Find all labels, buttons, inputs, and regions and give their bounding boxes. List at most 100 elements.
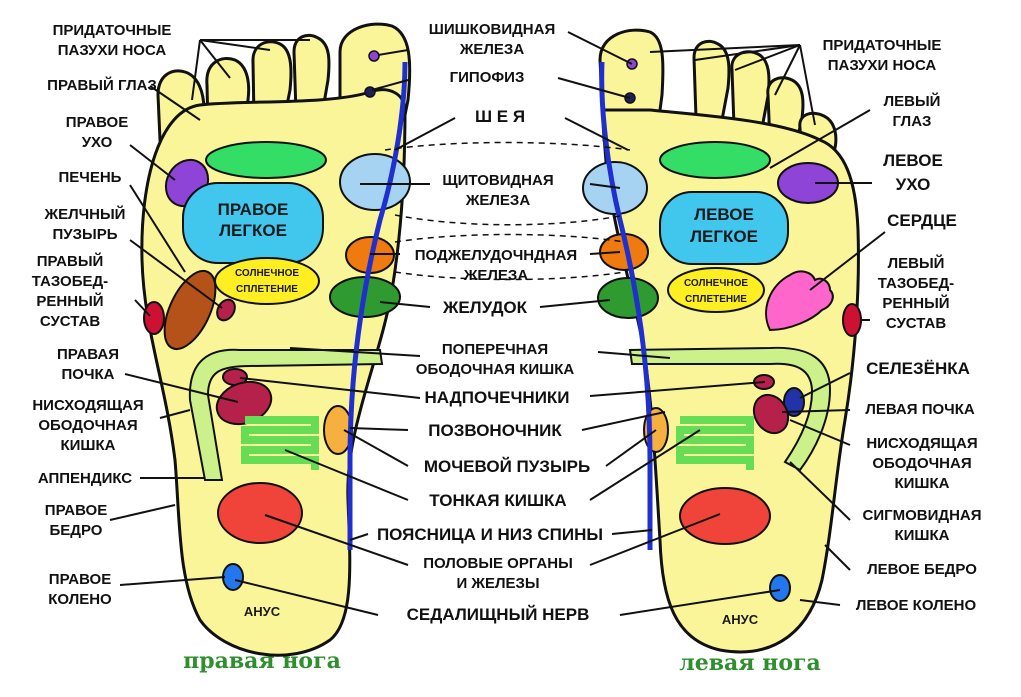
label-desc-colon-left-2: ОБОДОЧНАЯ [872, 455, 971, 472]
label-right-hip-3: РЕННЫЙ [36, 292, 103, 310]
label-transverse-colon-2: ОБОДОЧНАЯ КИШКА [416, 361, 575, 378]
label-sigmoid-1: СИГМОВИДНАЯ [862, 507, 981, 524]
labels-center: ШИШКОВИДНАЯ ЖЕЛЕЗА ГИПОФИЗ Ш Е Я ЩИТОВИД… [377, 21, 603, 624]
label-right-kidney-2: ПОЧКА [62, 366, 115, 383]
label-lower-back: ПОЯСНИЦА И НИЗ СПИНЫ [377, 525, 603, 544]
label-sciatic: СЕДАЛИЩНЫЙ НЕРВ [407, 605, 590, 624]
solar-plexus-text-right-1: СОЛНЕЧНОЕ [235, 268, 299, 279]
labels-left: ПРИДАТОЧНЫЕ ПАЗУХИ НОСА ПРАВЫЙ ГЛАЗ ПРАВ… [32, 22, 172, 608]
label-right-hip-2: ТАЗОБЕД- [32, 273, 108, 290]
right-hip-zone [143, 301, 165, 335]
dashed-guides [384, 141, 631, 281]
label-gallbladder-1: ЖЕЛЧНЫЙ [44, 205, 126, 223]
pineal-dot-left [626, 58, 638, 70]
spleen-zone [783, 387, 805, 417]
label-left-knee: ЛЕВОЕ КОЛЕНО [856, 597, 977, 614]
label-sinuses-left-2: ПАЗУХИ НОСА [828, 57, 937, 74]
label-neck: Ш Е Я [475, 107, 525, 126]
label-left-hip-1: ЛЕВЫЙ [888, 254, 945, 272]
right-colon-zone [188, 348, 384, 481]
pituitary-dot-right [364, 86, 376, 98]
stomach-zone-left [597, 277, 659, 319]
labels-right: ПРИДАТОЧНЫЕ ПАЗУХИ НОСА ЛЕВЫЙ ГЛАЗ ЛЕВОЕ… [823, 37, 982, 614]
label-sinuses-left-1: ПРИДАТОЧНЫЕ [823, 37, 942, 54]
label-sigmoid-2: КИШКА [895, 527, 950, 544]
label-genitals-2: И ЖЕЛЕЗЫ [456, 575, 539, 592]
label-desc-colon-left-3: КИШКА [895, 475, 950, 492]
left-knee-zone [769, 574, 791, 602]
label-right-thigh-2: БЕДРО [50, 522, 103, 539]
left-foot: АНУС ЛЕВОЕ ЛЕГКОЕ СОЛНЕЧНОЕ СПЛЕТЕНИЕ [582, 28, 862, 654]
label-spine: ПОЗВОНОЧНИК [428, 421, 562, 440]
label-gallbladder-2: ПУЗЫРЬ [53, 226, 118, 243]
label-appendix: АППЕНДИКС [38, 470, 132, 487]
label-left-hip-3: РЕННЫЙ [882, 294, 949, 312]
label-left-ear-1: ЛЕВОЕ [883, 151, 943, 170]
spine-left-foot [599, 61, 653, 550]
label-pituitary: ГИПОФИЗ [450, 69, 525, 86]
right-eye-zone [205, 141, 327, 179]
thyroid-zone-right [339, 153, 411, 211]
pineal-dot-right [368, 50, 380, 62]
label-desc-colon-right-1: НИСХОДЯЩАЯ [32, 397, 143, 414]
solar-plexus-text-left-1: СОЛНЕЧНОЕ [684, 278, 748, 289]
label-right-eye: ПРАВЫЙ ГЛАЗ [47, 76, 157, 94]
label-thyroid-2: ЖЕЛЕЗА [465, 192, 530, 209]
label-heart: СЕРДЦЕ [887, 211, 957, 230]
leader-lines [109, 31, 886, 616]
label-liver: ПЕЧЕНЬ [59, 169, 122, 186]
label-left-eye-1: ЛЕВЫЙ [884, 92, 941, 110]
label-pancreas-2: ЖЕЛЕЗА [463, 267, 528, 284]
label-transverse-colon-1: ПОПЕРЕЧНАЯ [442, 341, 548, 358]
right-lung-text-1: ПРАВОЕ [218, 200, 289, 219]
label-stomach: ЖЕЛУДОК [442, 298, 528, 317]
label-pineal-1: ШИШКОВИДНАЯ [429, 21, 556, 38]
right-foot-title: правая нога [183, 648, 341, 674]
small-intestine-zone-right [241, 416, 319, 470]
label-pancreas-1: ПОДЖЕЛУДОЧНДНАЯ [415, 247, 577, 264]
genitals-zone-left [679, 487, 771, 545]
liver-zone [163, 270, 217, 350]
label-desc-colon-left-1: НИСХОДЯЩАЯ [866, 435, 977, 452]
left-foot-toe-2 [692, 39, 731, 122]
left-lung-text-2: ЛЕГКОЕ [690, 227, 758, 246]
left-colon-zone [628, 346, 832, 472]
label-thyroid-1: ЩИТОВИДНАЯ [442, 172, 553, 189]
anus-label-left: АНУС [722, 612, 759, 627]
label-right-hip-1: ПРАВЫЙ [37, 252, 104, 270]
label-right-thigh-1: ПРАВОЕ [45, 502, 107, 519]
right-knee-zone [222, 563, 244, 591]
label-pineal-2: ЖЕЛЕЗА [459, 41, 524, 58]
label-left-hip-2: ТАЗОБЕД- [878, 275, 954, 292]
left-hip-zone [842, 303, 862, 337]
label-desc-colon-right-2: ОБОДОЧНАЯ [38, 417, 137, 434]
solar-plexus-zone-left [667, 267, 765, 313]
anus-label-right: АНУС [244, 604, 281, 619]
left-eye-zone [659, 141, 771, 179]
small-intestine-zone-left [676, 416, 754, 470]
spine-right-foot [347, 61, 408, 550]
solar-plexus-zone-right [214, 257, 320, 305]
label-right-knee-1: ПРАВОЕ [49, 571, 111, 588]
label-right-knee-2: КОЛЕНО [48, 591, 112, 608]
label-right-ear-1: ПРАВОЕ [66, 114, 128, 131]
solar-plexus-text-left-2: СПЛЕТЕНИЕ [685, 294, 747, 305]
label-sinuses-right-1: ПРИДАТОЧНЫЕ [53, 22, 172, 39]
solar-plexus-text-right-2: СПЛЕТЕНИЕ [236, 284, 298, 295]
label-desc-colon-right-3: КИШКА [61, 437, 116, 454]
label-genitals-1: ПОЛОВЫЕ ОРГАНЫ [423, 555, 573, 572]
label-left-hip-4: СУСТАВ [886, 315, 946, 332]
label-right-kidney-1: ПРАВАЯ [57, 346, 119, 363]
label-left-thigh: ЛЕВОЕ БЕДРО [867, 561, 977, 578]
left-foot-title: левая нога [679, 650, 820, 676]
label-bladder: МОЧЕВОЙ ПУЗЫРЬ [424, 457, 590, 476]
label-left-ear-2: УХО [896, 175, 931, 194]
label-left-eye-2: ГЛАЗ [893, 113, 932, 130]
label-left-kidney: ЛЕВАЯ ПОЧКА [865, 401, 975, 418]
label-right-hip-4: СУСТАВ [40, 313, 100, 330]
label-adrenals: НАДПОЧЕЧНИКИ [424, 388, 569, 407]
label-small-intestine: ТОНКАЯ КИШКА [429, 491, 566, 510]
right-foot: АНУС ПРАВОЕ ЛЕГКОЕ СОЛНЕЧНОЕ СПЛЕТЕНИЕ [140, 22, 412, 657]
left-kidney-zone [752, 393, 790, 435]
